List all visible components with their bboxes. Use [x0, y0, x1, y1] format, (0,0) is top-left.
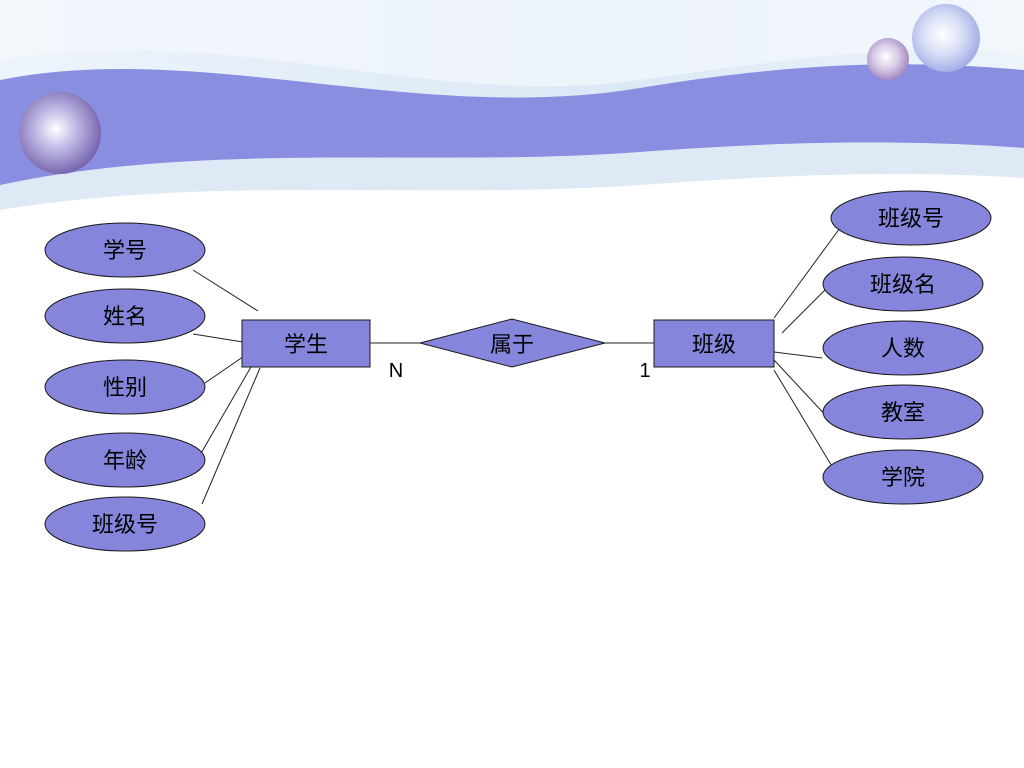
attribute-label: 年龄 — [103, 449, 147, 474]
attribute-node: 人数 — [822, 320, 984, 376]
entity-student: 学生 — [241, 319, 371, 368]
cardinality-n: N — [389, 360, 403, 382]
attribute-label: 班级号 — [878, 207, 944, 232]
connector-line — [201, 367, 261, 505]
attribute-label: 人数 — [881, 337, 925, 362]
sphere-decoration — [19, 92, 101, 174]
attribute-label: 教室 — [881, 401, 925, 426]
class-attributes: 班级号 班级名 人数 教室 学院 — [822, 190, 992, 505]
attribute-node: 学院 — [822, 449, 984, 505]
connector-line — [781, 284, 831, 334]
connector-line — [773, 369, 837, 474]
connector-line — [773, 359, 831, 421]
attribute-node: 年龄 — [44, 432, 206, 488]
relationship-belongs-to: 属于 — [418, 318, 606, 368]
attribute-node: 性别 — [44, 359, 206, 415]
attribute-node: 姓名 — [44, 288, 206, 344]
attribute-label: 姓名 — [103, 305, 147, 330]
attribute-node: 学号 — [44, 222, 206, 278]
attribute-label: 班级名 — [870, 273, 936, 298]
entity-label: 班级 — [692, 333, 736, 358]
relationship-label: 属于 — [490, 333, 534, 358]
connector-line — [773, 351, 823, 359]
attribute-node: 班级名 — [822, 256, 984, 312]
attribute-node: 教室 — [822, 384, 984, 440]
connector-line — [773, 227, 841, 319]
entity-label: 学生 — [284, 333, 328, 358]
attribute-label: 学院 — [881, 466, 925, 491]
entity-class: 班级 — [653, 319, 775, 368]
header-banner — [0, 0, 1024, 210]
connector-lines — [192, 227, 841, 505]
connector-line — [192, 269, 259, 312]
attribute-label: 班级号 — [92, 513, 158, 538]
attribute-label: 学号 — [103, 239, 147, 264]
sphere-decoration — [867, 38, 909, 80]
connector-line — [199, 359, 256, 456]
connector-line — [192, 333, 244, 343]
student-attributes: 学号 姓名 性别 年龄 班级号 — [44, 222, 206, 552]
attribute-node: 班级号 — [44, 496, 206, 552]
cardinality-one: 1 — [639, 360, 650, 382]
sphere-decoration — [912, 4, 980, 72]
attribute-node: 班级号 — [830, 190, 992, 246]
attribute-label: 性别 — [103, 376, 147, 401]
